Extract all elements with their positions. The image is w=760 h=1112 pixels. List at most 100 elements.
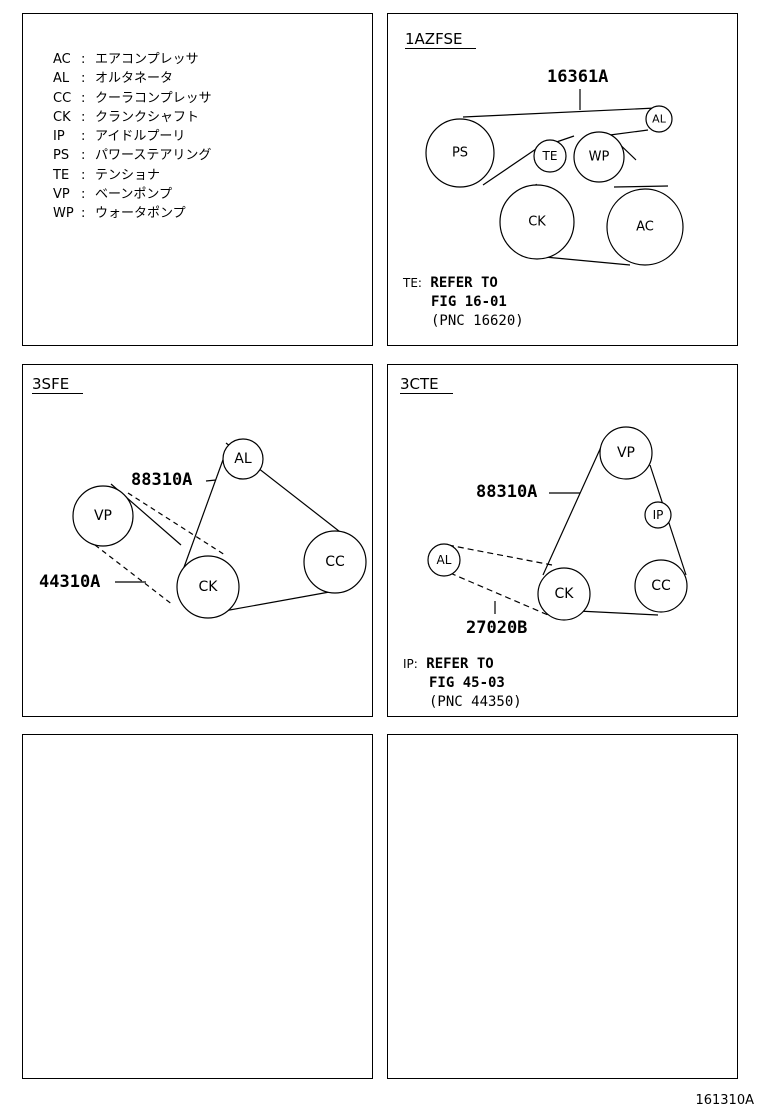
legend-separator: : <box>81 167 86 183</box>
pulley-label: CC <box>651 578 671 594</box>
legend-code: AC <box>53 52 71 67</box>
legend-code: PS <box>53 148 70 164</box>
pulley-vp <box>72 485 134 547</box>
pulley-label: TE <box>542 149 558 163</box>
legend-separator: : <box>81 187 86 203</box>
note-line: REFER TO <box>426 656 494 672</box>
pulley-al <box>427 543 461 577</box>
engine-title: 3SFE <box>32 375 84 394</box>
belt-line <box>462 107 657 118</box>
pulley-label: AL <box>437 553 452 567</box>
panel-3sfe: 3SFE AL VP CK CC 88310A 44310A <box>22 364 373 717</box>
legend-list: AC:エアコンプレッサ AL:オルタネータ CC:クーラコンプレッサ CK:クラ… <box>53 50 212 224</box>
reference-note: TE: REFER TO FIG 16-01 (PNC 16620) <box>403 274 524 331</box>
pulley-label: CK <box>199 579 219 595</box>
legend-name: ウォータポンプ <box>95 206 186 222</box>
legend-separator: : <box>81 52 86 67</box>
note-line: FIG 45-03 <box>429 675 505 691</box>
legend-code: VP <box>53 187 70 203</box>
part-number: 88310A <box>476 482 537 502</box>
legend-separator: : <box>81 90 86 106</box>
legend-item: PS: パワーステアリング <box>53 146 212 165</box>
legend-name: アイドルプーリ <box>95 129 186 145</box>
pulley-label: CC <box>325 554 345 570</box>
pulley-ck <box>537 567 591 621</box>
legend-name: テンショナ <box>95 167 161 183</box>
leader-line <box>205 479 217 482</box>
pulley-te <box>533 139 567 173</box>
legend-item: AL:オルタネータ <box>53 69 212 88</box>
note-label: IP: <box>403 657 418 671</box>
note-line: FIG 16-01 <box>431 294 507 310</box>
legend-code: IP <box>53 129 65 145</box>
legend-item: VP: ベーンポンプ <box>53 185 212 204</box>
legend-code: TE <box>53 167 70 183</box>
legend-item: AC: エアコンプレッサ <box>53 50 212 69</box>
belt-diagram-3cte: VP IP AL CK CC 88310A 27020B <box>427 426 688 638</box>
belt-line <box>533 255 631 266</box>
legend-separator: : <box>81 129 86 145</box>
legend-item: CK:クランクシャフト <box>53 108 212 127</box>
pulley-cc <box>303 530 367 594</box>
legend-code: WP <box>53 206 74 222</box>
part-number: 88310A <box>131 470 192 490</box>
pulley-ac <box>606 188 684 266</box>
legend-separator: : <box>81 71 86 87</box>
belt-line <box>127 492 226 556</box>
pulley-label: IP <box>653 508 664 522</box>
engine-title: 3CTE <box>400 375 453 394</box>
legend-code: CC <box>53 90 72 106</box>
pulley-ps <box>425 118 495 188</box>
belt-line <box>482 148 537 186</box>
belt-line <box>447 544 553 566</box>
reference-note: IP: REFER TO FIG 45-03 (PNC 44350) <box>403 655 522 712</box>
pulley-vp <box>599 426 653 480</box>
pulley-wp <box>573 131 625 183</box>
legend-name: ベーンポンプ <box>95 187 172 203</box>
pulley-al <box>645 105 673 133</box>
belt-line <box>212 590 336 614</box>
belt-line <box>577 610 659 616</box>
pulley-ck <box>176 555 240 619</box>
pulley-cc <box>634 559 688 613</box>
legend-separator: : <box>81 148 86 164</box>
pulley-label: CK <box>528 215 546 230</box>
belt-line <box>542 446 602 576</box>
pulley-label: AC <box>636 220 654 235</box>
pulley-label: AL <box>652 113 667 126</box>
legend-name: パワーステアリング <box>95 148 212 164</box>
panel-1azfse: 1AZFSE PS AL TE WP CK <box>387 13 738 346</box>
belt-line <box>94 544 174 606</box>
empty-panel-right <box>387 734 738 1079</box>
pulley-ck <box>499 184 575 260</box>
note-line: REFER TO <box>430 275 498 291</box>
pulley-label: VP <box>617 445 635 461</box>
part-number: 44310A <box>39 572 100 592</box>
legend-item: CC: クーラコンプレッサ <box>53 89 212 108</box>
belt-line <box>449 572 549 616</box>
panel-3cte: 3CTE VP IP AL CK CC 88310A 27020B I <box>387 364 738 717</box>
legend-name: クーラコンプレッサ <box>95 90 212 106</box>
note-label: TE: <box>403 276 422 290</box>
legend-code: CK <box>53 109 71 125</box>
pulley-label: CK <box>555 586 575 602</box>
part-number: 16361A <box>547 67 608 87</box>
note-line: (PNC 44350) <box>429 694 522 710</box>
pulley-label: WP <box>589 150 610 165</box>
belt-line <box>613 185 669 188</box>
engine-title: 1AZFSE <box>405 30 477 49</box>
belt-diagram-3sfe: AL VP CK CC 88310A 44310A <box>39 438 367 619</box>
legend-code: AL <box>53 71 70 87</box>
belt-diagram-1azfse: PS AL TE WP CK AC 16361A <box>425 67 684 266</box>
pulley-label: PS <box>452 146 468 161</box>
belt-line <box>609 129 649 136</box>
empty-panel-left <box>22 734 373 1079</box>
legend-name: クランクシャフト <box>95 109 200 125</box>
note-line: (PNC 16620) <box>431 313 524 329</box>
pulley-label: VP <box>94 508 112 524</box>
pulley-al <box>222 438 264 480</box>
legend-item: TE: テンショナ <box>53 166 212 185</box>
legend-name: エアコンプレッサ <box>95 52 199 67</box>
legend-separator: : <box>81 206 86 222</box>
legend-item: IP: アイドルプーリ <box>53 127 212 146</box>
